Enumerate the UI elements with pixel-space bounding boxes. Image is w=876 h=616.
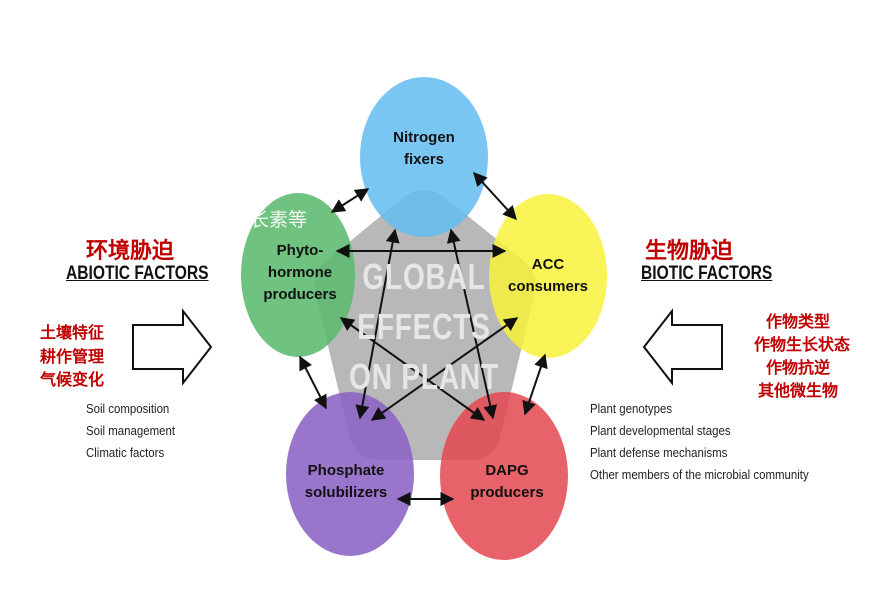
dapg-label-line2: producers [470,484,544,501]
biotic-cn-item-2: 作物生长状态 [753,335,850,354]
biotic-item-3: Plant defense mechanisms [590,445,728,460]
biotic-title-en: BIOTIC FACTORS [641,263,773,284]
biotic-item-2: Plant developmental stages [590,423,731,438]
biotic-cn-item-3: 作物抗逆 [765,358,830,377]
phyto-label-line3: producers [263,286,337,303]
nitrogen-label: Nitrogen fixers [393,127,455,171]
biotic-cn-item-1: 作物类型 [765,312,830,331]
abiotic-item-1: Soil composition [86,401,170,416]
acc-label: ACC consumers [508,254,588,298]
abiotic-title-en: ABIOTIC FACTORS [66,263,209,284]
nitrogen-label-line2: fixers [403,151,445,168]
dapg-circle [440,392,568,560]
phosphate-label: Phosphate solubilizers [305,460,388,504]
phosphate-label-line1: Phosphate [307,462,385,479]
phosphate-label-line2: solubilizers [304,484,388,501]
dapg-label-line1: DAPG [485,462,529,479]
biotic-cn-item-4: 其他微生物 [757,381,838,400]
biotic-arrow [642,308,723,386]
arrow-phyto-phosphate [299,355,327,410]
center-label-line1: GLOBAL [362,256,486,297]
biotic-item-4: Other members of the microbial community [590,467,809,482]
nitrogen-label-line1: Nitrogen [393,129,455,146]
abiotic-item-2: Soil management [86,423,176,438]
biotic-title-cn: 生物胁迫 [645,238,734,264]
arrow-acc-phosphate [370,317,519,421]
dapg-label: DAPG producers [470,460,543,504]
phyto-circle [241,193,355,357]
abiotic-cn-item-1: 土壤特征 [40,323,105,342]
center-label-line2: EFFECTS [357,306,491,347]
abiotic-cn-item-2: 耕作管理 [40,347,105,366]
phosphate-circle [286,392,414,556]
phyto-overlay-cn: 长素等 [250,209,308,231]
acc-label-line1: ACC [531,256,565,273]
phyto-label-line2: hormone [267,264,333,281]
arrow-nitrogen-acc [473,171,517,221]
acc-circle [489,194,607,358]
biotic-item-1: Plant genotypes [590,401,673,416]
acc-label-line2: consumers [507,278,589,295]
abiotic-arrow [132,308,213,386]
arrow-nitrogen-phyto [330,188,370,213]
arrow-acc-dapg [522,353,548,416]
phyto-label-line1: Phyto- [276,242,324,259]
phyto-label: Phyto- hormone producers [263,240,336,306]
abiotic-title-cn: 环境胁迫 [86,238,175,264]
nitrogen-circle [360,77,488,237]
interaction-arrows [299,171,548,506]
center-label-line3: ON PLANT [349,356,499,397]
abiotic-item-3: Climatic factors [86,445,165,460]
abiotic-cn-item-3: 气候变化 [40,370,105,389]
